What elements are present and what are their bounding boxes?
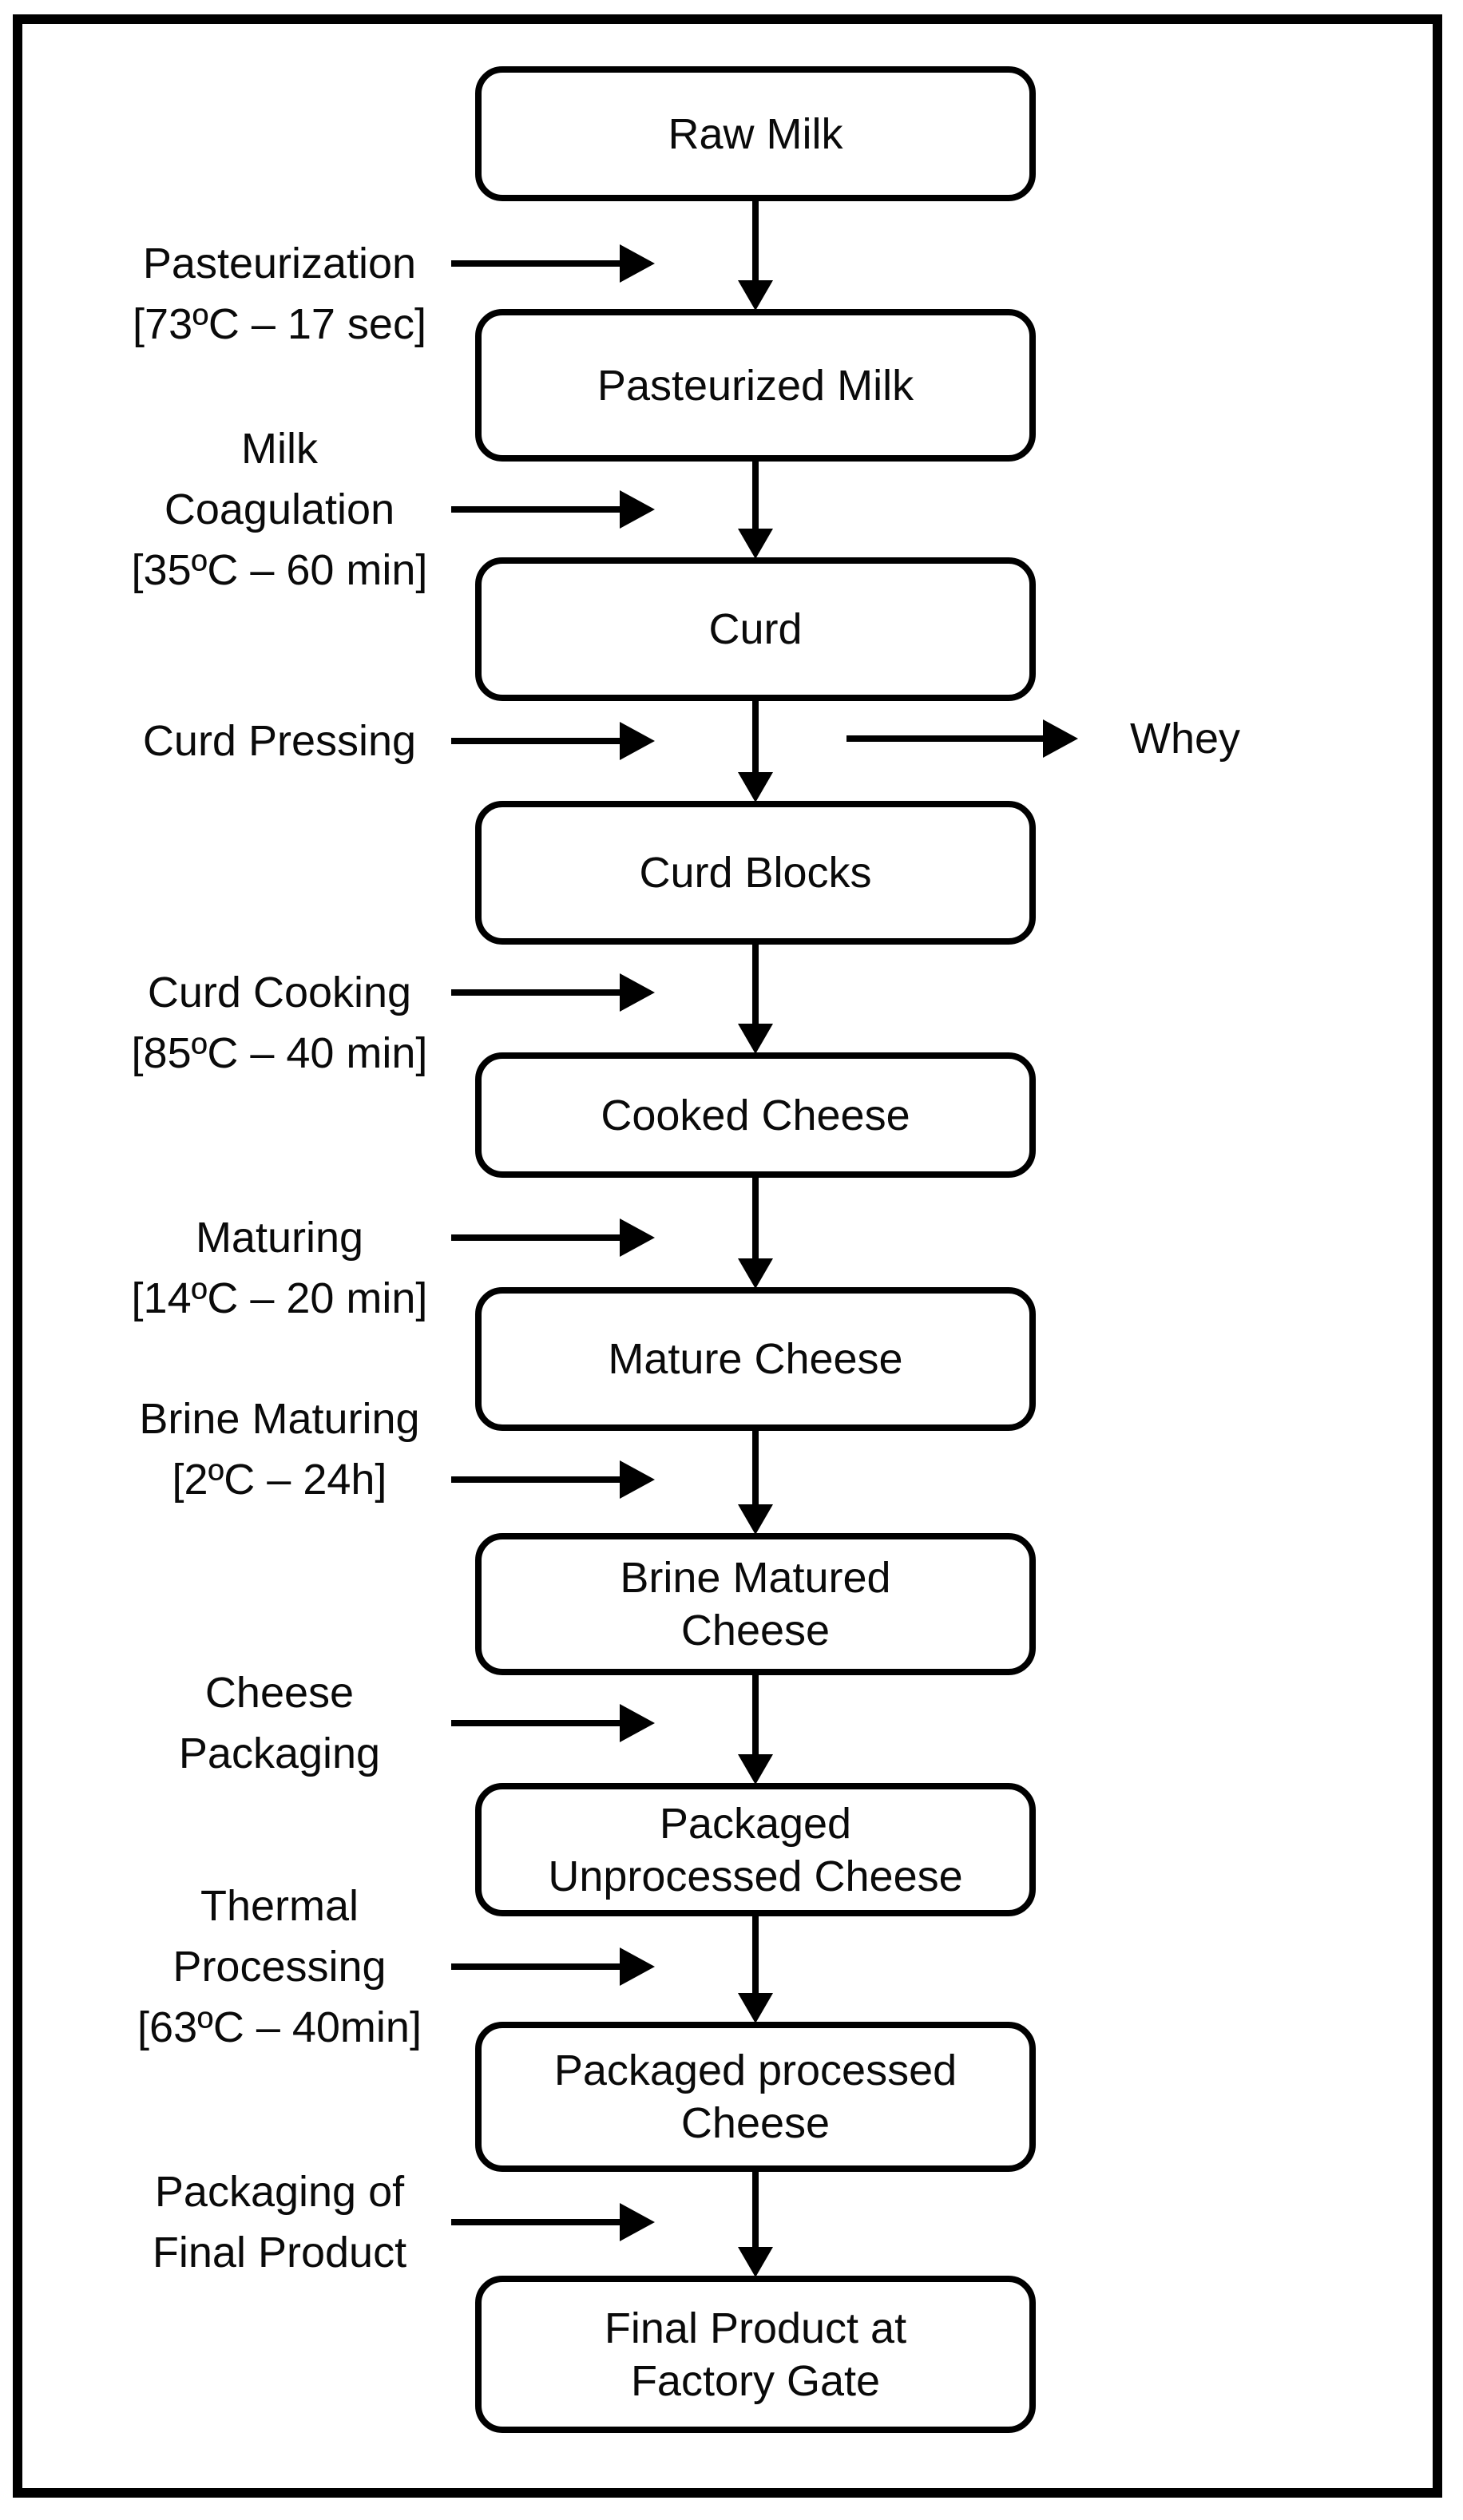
right-arrow-icon <box>620 1704 655 1742</box>
whey-label: Whey <box>1130 715 1241 763</box>
flow-connector-line-2 <box>752 462 759 530</box>
down-arrow-icon <box>738 280 773 311</box>
whey-arrow-line <box>846 735 1046 742</box>
right-arrow-icon <box>620 2203 655 2241</box>
curd-pressing-arrow-line <box>451 738 623 744</box>
node-label-line: Cheese <box>680 1607 831 1654</box>
node-mature-cheese: Mature Cheese <box>475 1287 1036 1431</box>
node-label-line: Cooked Cheese <box>601 1091 910 1139</box>
flow-connector-line-4 <box>752 945 759 1025</box>
flow-connector-line-3 <box>752 701 759 774</box>
label-packaging-final-product: Packaging of Final Product <box>72 2161 487 2283</box>
diagram-border <box>13 14 1442 2498</box>
cheese-packaging-arrow-line <box>451 1720 623 1726</box>
down-arrow-icon <box>738 1504 773 1535</box>
node-curd-blocks: Curd Blocks <box>475 801 1036 945</box>
right-arrow-icon <box>620 244 655 283</box>
right-arrow-icon <box>620 722 655 760</box>
right-arrow-icon <box>1043 719 1078 758</box>
label-milk-coagulation: Milk Coagulation [35ºC – 60 min] <box>72 418 487 600</box>
node-label-line: Mature Cheese <box>608 1335 903 1383</box>
label-line: Cheese <box>204 1669 355 1717</box>
node-label-line: Brine Matured <box>620 1554 891 1602</box>
label-line: [2ºC – 24h] <box>172 1456 387 1504</box>
node-brine-matured-cheese: Brine Matured Cheese <box>475 1533 1036 1675</box>
label-line: [14ºC – 20 min] <box>131 1274 428 1322</box>
down-arrow-icon <box>738 2247 773 2277</box>
label-line: Packaging <box>178 1730 381 1777</box>
node-label-line: Factory Gate <box>630 2356 881 2405</box>
node-cooked-cheese: Cooked Cheese <box>475 1052 1036 1178</box>
flow-connector-line-9 <box>752 2172 759 2249</box>
right-arrow-icon <box>620 973 655 1012</box>
label-thermal-processing: Thermal Processing [63ºC – 40min] <box>72 1876 487 2058</box>
label-line: [85ºC – 40 min] <box>131 1029 428 1077</box>
maturing-arrow-line <box>451 1234 623 1241</box>
node-label-line: Final Product at <box>604 2304 907 2352</box>
node-label-line: Packaged <box>659 1799 852 1848</box>
flow-connector-line-1 <box>752 201 759 282</box>
brine-maturing-arrow-line <box>451 1476 623 1483</box>
node-label-line: Raw Milk <box>668 109 843 158</box>
label-line: [35ºC – 60 min] <box>131 546 428 594</box>
pasteurization-arrow-line <box>451 260 623 267</box>
label-maturing: Maturing [14ºC – 20 min] <box>72 1207 487 1329</box>
packaging-final-product-arrow-line <box>451 2219 623 2225</box>
label-line: Maturing <box>195 1214 364 1262</box>
flow-connector-line-7 <box>752 1675 759 1756</box>
down-arrow-icon <box>738 529 773 559</box>
label-curd-cooking: Curd Cooking [85ºC – 40 min] <box>72 962 487 1084</box>
label-line: Coagulation <box>164 485 395 533</box>
node-raw-milk: Raw Milk <box>475 66 1036 201</box>
label-line: Brine Maturing <box>139 1395 420 1443</box>
label-brine-maturing: Brine Maturing [2ºC – 24h] <box>72 1389 487 1510</box>
label-line: Pasteurization <box>142 240 417 287</box>
down-arrow-icon <box>738 1258 773 1289</box>
label-line: [63ºC – 40min] <box>137 2003 422 2051</box>
thermal-processing-arrow-line <box>451 1963 623 1970</box>
node-label-line: Pasteurized Milk <box>597 361 914 410</box>
label-line: Packaging of <box>154 2168 405 2216</box>
node-packaged-processed-cheese: Packaged processed Cheese <box>475 2022 1036 2172</box>
label-curd-pressing: Curd Pressing <box>72 711 487 771</box>
flow-connector-line-8 <box>752 1916 759 1995</box>
label-cheese-packaging: Cheese Packaging <box>72 1662 487 1784</box>
label-pasteurization: Pasteurization [73ºC – 17 sec] <box>72 233 487 355</box>
down-arrow-icon <box>738 1993 773 2023</box>
node-label-line: Curd <box>708 605 803 653</box>
label-line: Curd Pressing <box>142 717 417 765</box>
down-arrow-icon <box>738 772 773 802</box>
node-curd: Curd <box>475 557 1036 701</box>
label-line: Final Product <box>152 2229 407 2276</box>
right-arrow-icon <box>620 490 655 529</box>
node-label-line: Cheese <box>680 2099 831 2147</box>
node-label-line: Curd Blocks <box>639 849 872 897</box>
node-label-line: Unprocessed Cheese <box>548 1852 963 1900</box>
right-arrow-icon <box>620 1218 655 1257</box>
down-arrow-icon <box>738 1024 773 1054</box>
flow-connector-line-5 <box>752 1178 759 1260</box>
right-arrow-icon <box>620 1947 655 1986</box>
label-line: Thermal <box>200 1882 359 1930</box>
flow-connector-line-6 <box>752 1431 759 1506</box>
label-line: Processing <box>172 1943 387 1991</box>
label-line: Curd Cooking <box>147 969 412 1016</box>
node-final-product: Final Product at Factory Gate <box>475 2276 1036 2433</box>
curd-cooking-arrow-line <box>451 989 623 996</box>
milk-coagulation-arrow-line <box>451 506 623 513</box>
node-label-line: Packaged processed <box>553 2047 957 2094</box>
label-line: [73ºC – 17 sec] <box>133 300 426 348</box>
node-pasteurized-milk: Pasteurized Milk <box>475 309 1036 462</box>
node-packaged-unprocessed-cheese: Packaged Unprocessed Cheese <box>475 1783 1036 1916</box>
down-arrow-icon <box>738 1754 773 1785</box>
right-arrow-icon <box>620 1460 655 1499</box>
label-line: Milk <box>241 425 318 473</box>
